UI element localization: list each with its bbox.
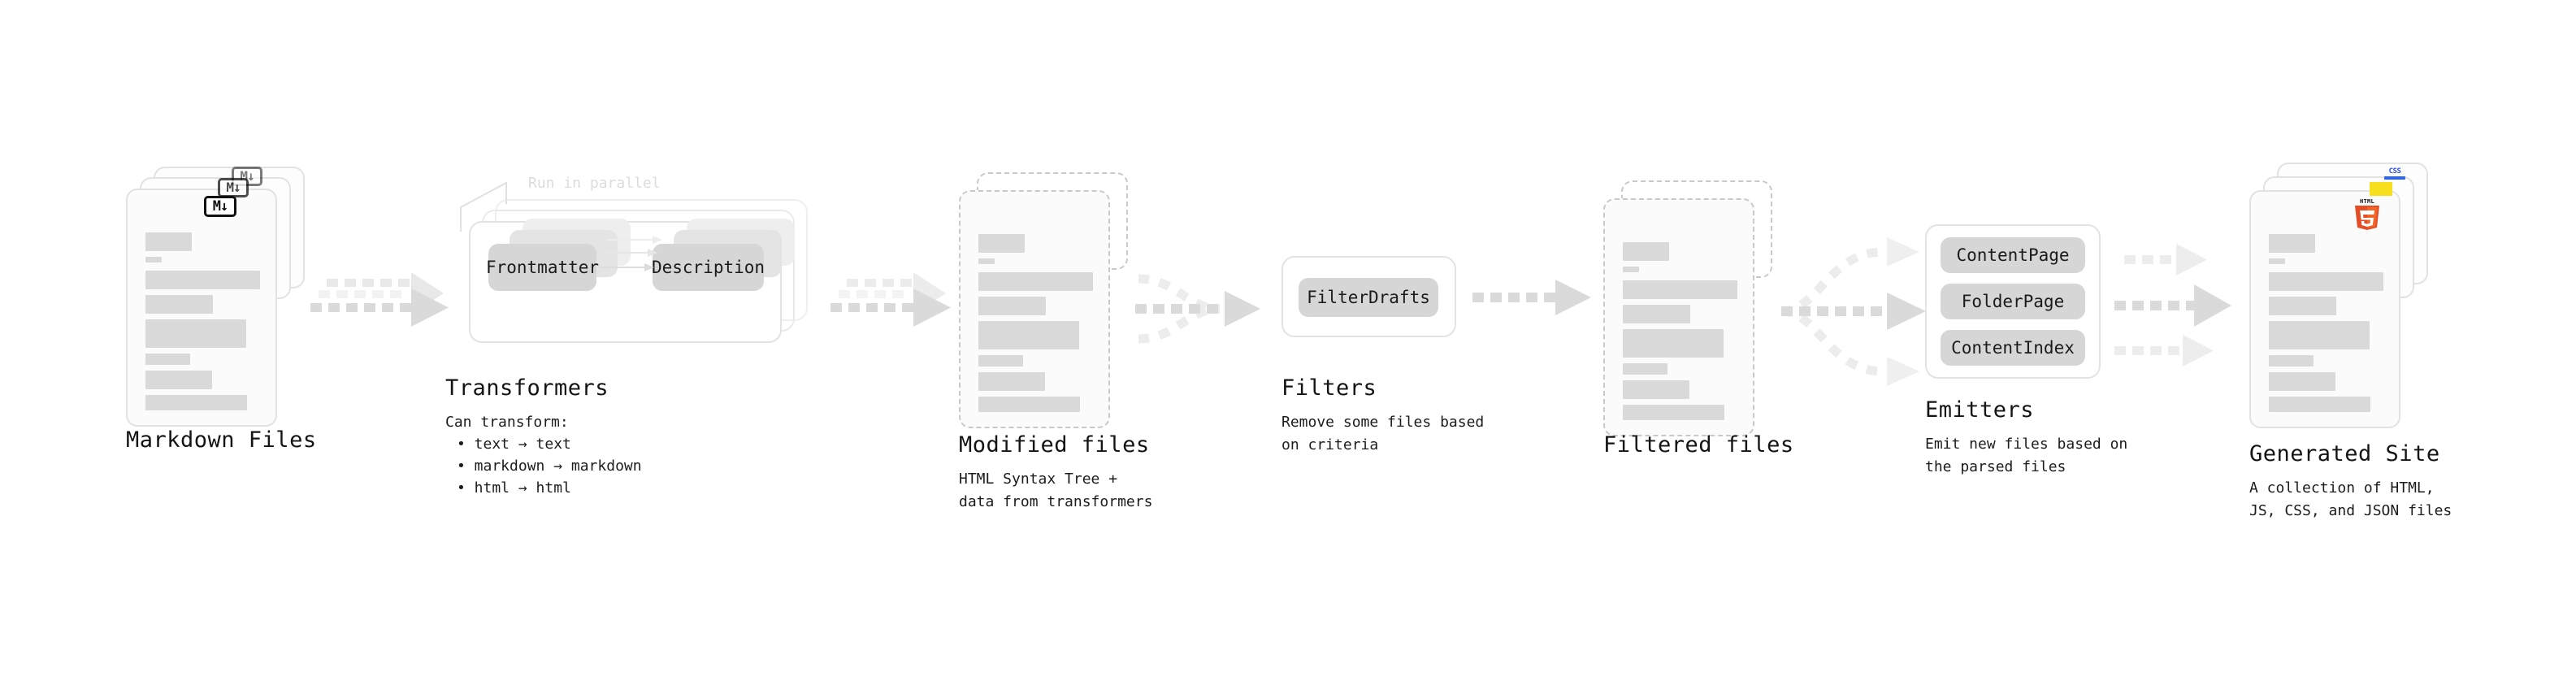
content-bar — [145, 271, 260, 289]
content-bar — [1623, 405, 1724, 420]
markdown-files-title: Markdown Files — [126, 427, 317, 453]
filtered-card-front — [1603, 198, 1754, 436]
filter-chip-filterdrafts[interactable]: FilterDrafts — [1299, 278, 1438, 317]
generated-site-stack: CSS HTML — [2249, 163, 2436, 439]
emitter-chip-contentindex[interactable]: ContentIndex — [1941, 330, 2085, 366]
content-bar — [978, 397, 1080, 412]
js-icon — [2370, 182, 2392, 196]
markdown-card-content — [128, 190, 275, 425]
filtered-files-title: Filtered files — [1603, 432, 1794, 458]
content-bar — [1623, 242, 1669, 261]
markdown-card-front — [126, 189, 277, 427]
content-bar — [978, 258, 995, 264]
arrow-markdown-to-transformers — [309, 272, 455, 345]
content-bar — [978, 234, 1025, 253]
content-bar — [145, 295, 213, 314]
content-bar — [978, 372, 1045, 391]
run-in-parallel-label: Run in parallel — [528, 175, 661, 192]
transformers-bullet-1: • markdown → markdown — [457, 458, 642, 475]
transformer-internal-arrows — [599, 235, 675, 292]
transformer-chip-description[interactable]: Description — [652, 244, 765, 291]
modified-card-front — [959, 190, 1110, 428]
content-bar — [1623, 280, 1737, 299]
filters-title: Filters — [1281, 375, 1377, 401]
arrow-transformers-to-modified — [829, 272, 975, 345]
content-bar — [145, 395, 247, 410]
content-bar — [1623, 380, 1689, 399]
content-bar — [2269, 321, 2370, 349]
filtered-files-stack — [1603, 180, 1782, 457]
content-bar — [145, 371, 212, 389]
generated-site-desc: A collection of HTML, JS, CSS, and JSON … — [2249, 479, 2452, 519]
css-icon: CSS — [2384, 168, 2405, 180]
run-in-parallel-bracket — [459, 181, 557, 238]
transformer-chip-frontmatter[interactable]: Frontmatter — [486, 244, 599, 291]
content-bar — [2269, 234, 2315, 253]
content-bar — [2269, 397, 2370, 412]
content-bar — [145, 257, 162, 262]
content-bar — [145, 232, 192, 251]
content-bar — [1623, 329, 1724, 358]
modified-files-title: Modified files — [959, 432, 1150, 458]
filtered-card-content — [1605, 200, 1753, 435]
arrow-filters-to-filtered — [1471, 280, 1601, 323]
content-bar — [978, 272, 1093, 291]
modified-files-stack — [959, 172, 1138, 449]
content-bar — [145, 319, 246, 348]
transformers-bullet-0: • text → text — [457, 436, 571, 453]
arrow-modified-to-filters — [1134, 264, 1288, 354]
emitters-desc: Emit new files based on the parsed files — [1925, 436, 2128, 475]
content-bar — [2269, 258, 2285, 264]
transformers-bullet-2: • html → html — [457, 479, 571, 497]
markdown-icon: M↓ — [204, 196, 236, 217]
site-card-content — [2251, 192, 2399, 427]
emitter-chip-contentpage[interactable]: ContentPage — [1941, 237, 2085, 273]
content-bar — [978, 297, 1046, 315]
emitters-title: Emitters — [1925, 397, 2035, 423]
modified-card-content — [961, 192, 1108, 427]
html5-icon: HTML — [2353, 197, 2381, 231]
arrow-filtered-to-emitters — [1780, 236, 1934, 390]
content-bar — [1623, 267, 1639, 272]
transformers-desc-heading: Can transform: — [445, 414, 569, 431]
markdown-files-stack: M↓ M↓ M↓ — [126, 167, 305, 427]
content-bar — [2269, 355, 2314, 367]
site-card-front — [2249, 190, 2400, 428]
content-bar — [978, 321, 1079, 349]
generated-site-title: Generated Site — [2249, 441, 2440, 466]
modified-files-desc: HTML Syntax Tree + data from transformer… — [959, 471, 1153, 510]
svg-text:HTML: HTML — [2360, 198, 2374, 205]
content-bar — [2269, 297, 2336, 315]
content-bar — [1623, 363, 1667, 375]
content-bar — [2269, 272, 2383, 291]
markdown-icon: M↓ — [218, 178, 249, 197]
filters-desc: Remove some files based on criteria — [1281, 414, 1485, 453]
transformers-group: . . Frontmatter . . Description — [443, 181, 825, 362]
emitter-chip-folderpage[interactable]: FolderPage — [1941, 284, 2085, 319]
content-bar — [2269, 372, 2335, 391]
content-bar — [1623, 305, 1690, 323]
arrow-emitters-to-site — [2113, 234, 2259, 388]
content-bar — [978, 355, 1023, 367]
content-bar — [145, 354, 190, 365]
transformers-title: Transformers — [445, 375, 609, 401]
